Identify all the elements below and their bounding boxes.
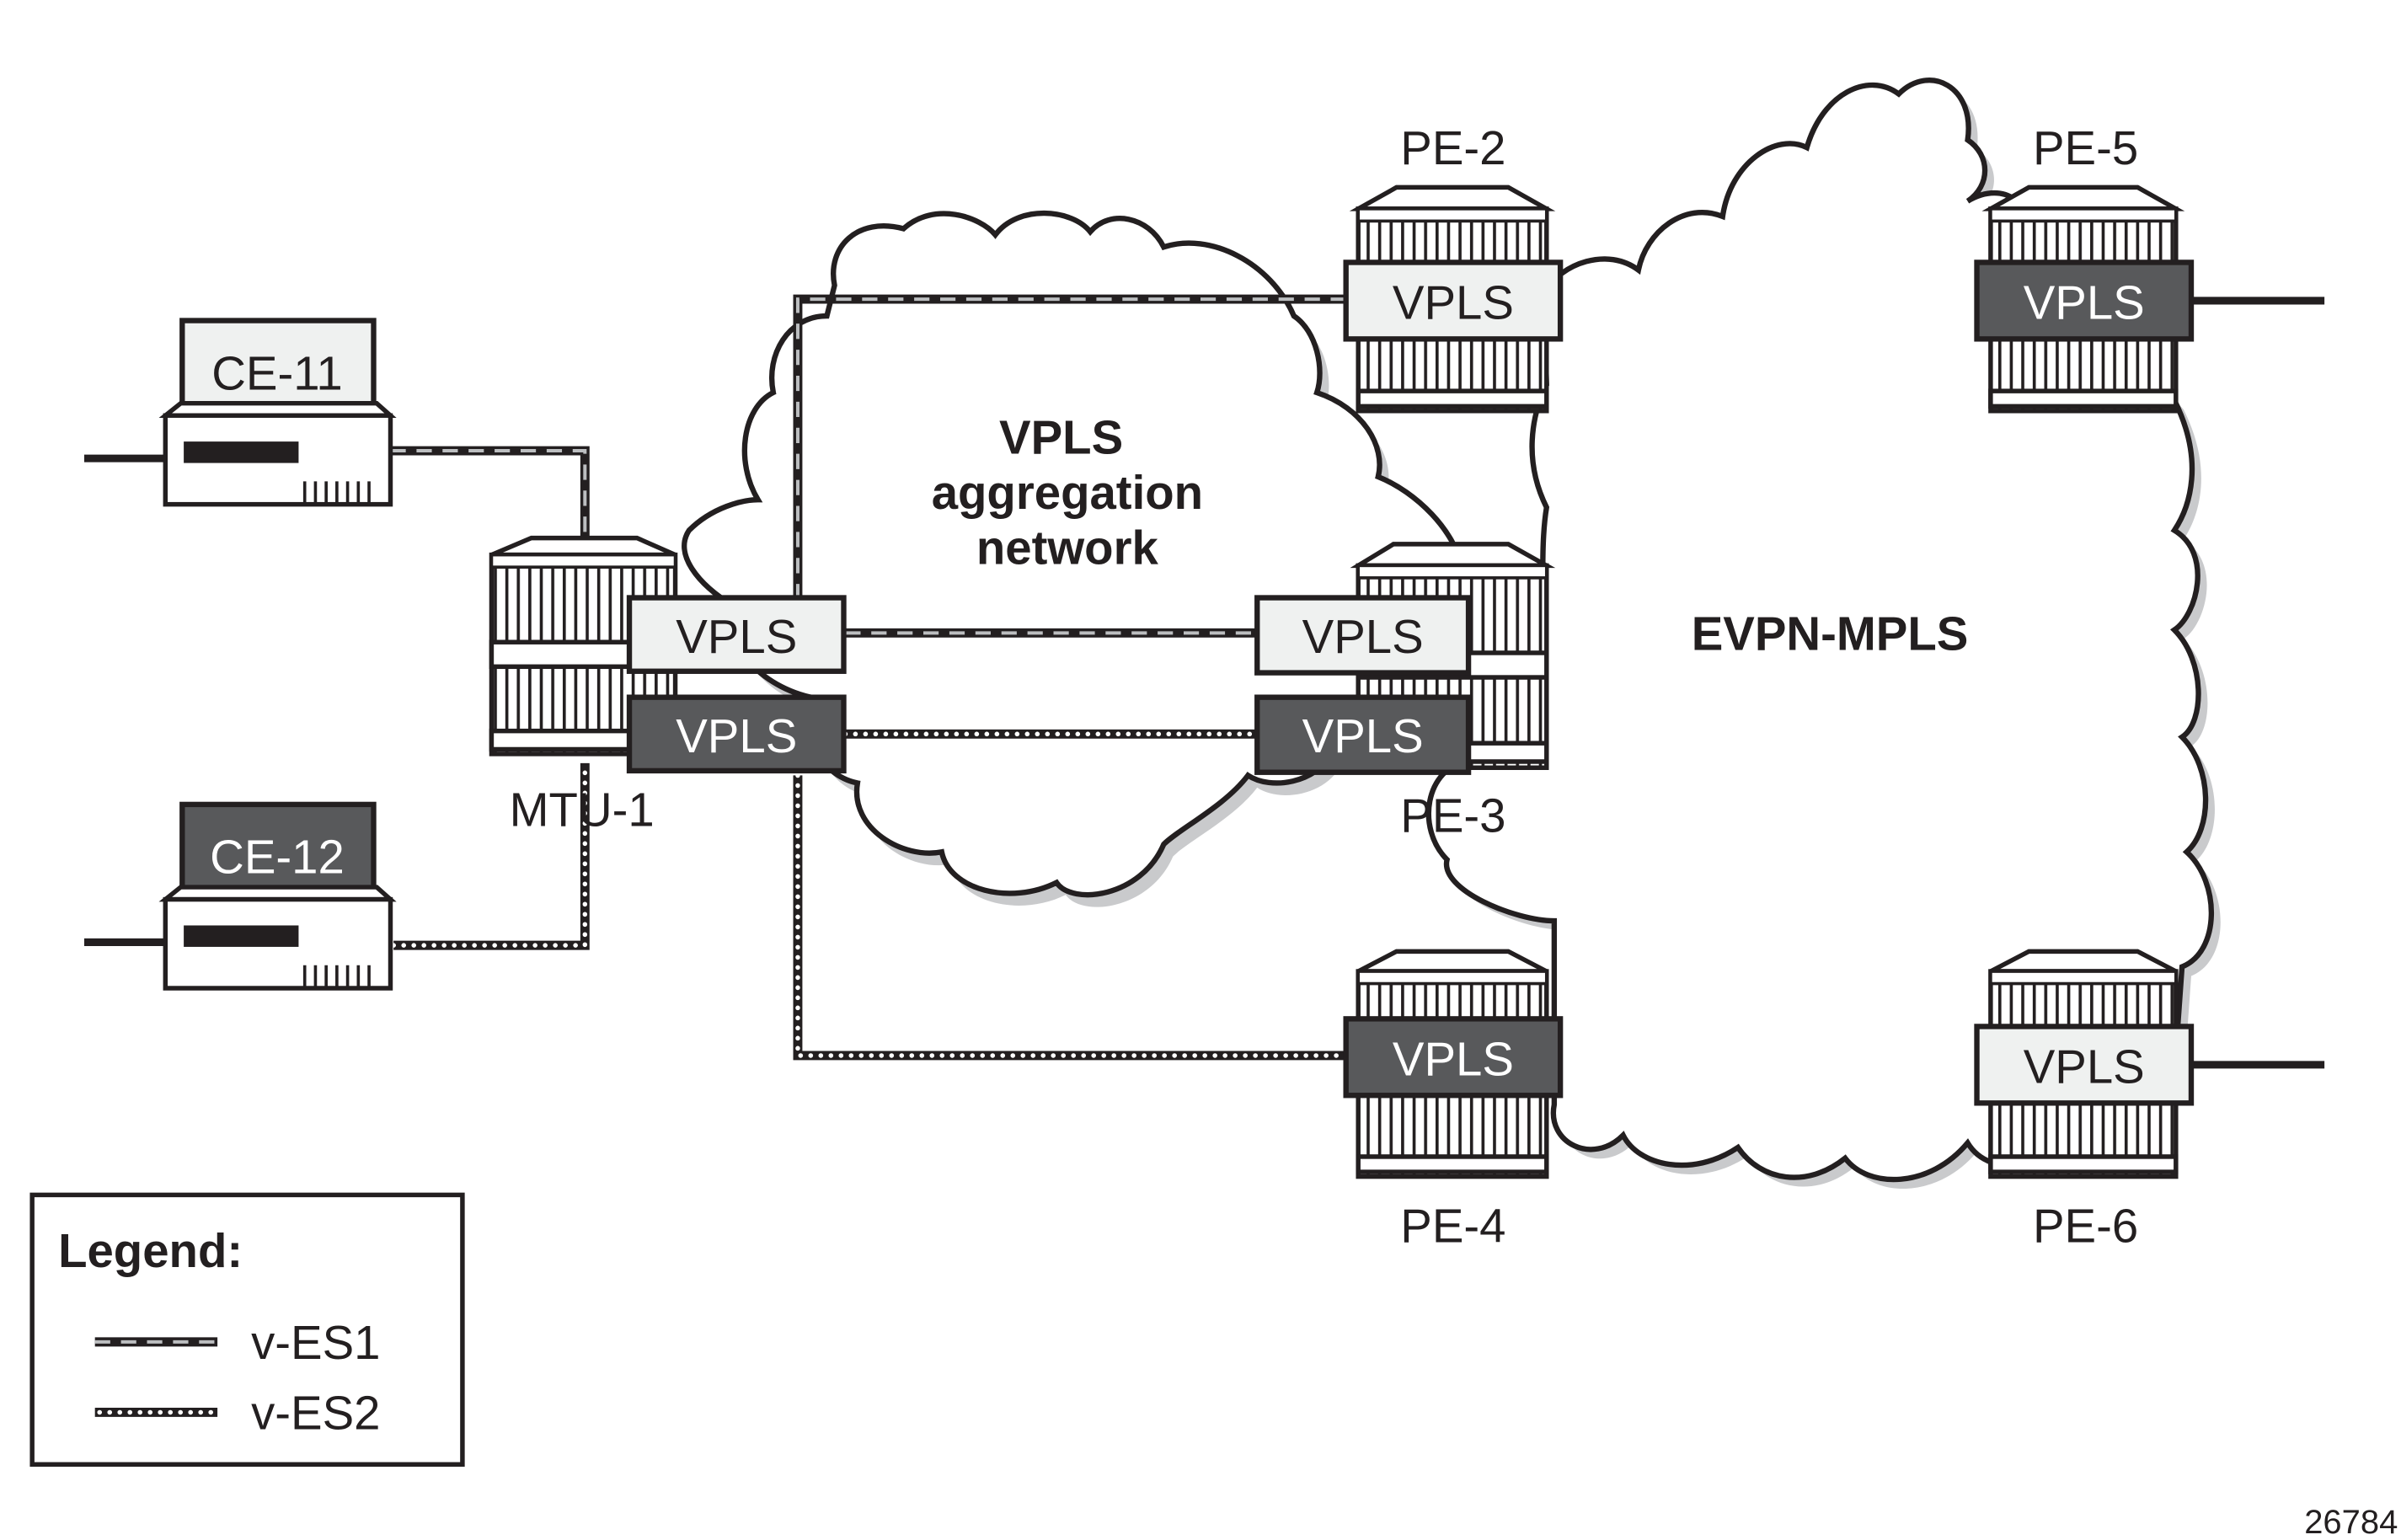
link-mtu1-pe4-ves2 [793,773,1350,1061]
pe5-vpls[interactable]: VPLS [1974,259,2195,342]
pe4-band-bottom [1356,1154,1549,1174]
pe3-label: PE-3 [1400,789,1505,842]
pe-3-router[interactable]: VPLS VPLS PE-3 [1254,542,1556,842]
pe3-vpls-dark-label: VPLS [1302,709,1424,762]
pe5-label: PE-5 [2033,121,2138,174]
mtu1-vpls-light[interactable]: VPLS [626,595,847,674]
mtu1-chassis-top [490,535,676,558]
legend-label-ves2: v-ES2 [251,1386,380,1439]
ce11-label: CE-11 [211,346,342,399]
pe4-chassis-top [1356,949,1548,974]
legend: Legend: v-ES1 v-ES2 [29,1192,465,1468]
mtu1-vpls-dark[interactable]: VPLS [626,694,847,774]
pe2-label: PE-2 [1400,121,1505,174]
pe2-band-top [1356,207,1548,223]
pe4-label: PE-4 [1400,1200,1505,1253]
ce-12-device[interactable]: CE-12 [158,801,397,991]
aggregation-cloud-label-line2: aggregation [932,466,1203,519]
pe-4-router[interactable]: VPLS PE-4 [1343,949,1564,1253]
pe6-vpls[interactable]: VPLS [1974,1024,2195,1106]
ce-11-device[interactable]: CE-11 [158,318,397,507]
figure-id: 26784 [2304,1504,2398,1540]
legend-label-ves1: v-ES1 [251,1316,380,1369]
pe-6-router[interactable]: VPLS PE-6 [1974,949,2195,1253]
link-mtu1-pe2-ves1 [793,294,1348,600]
link-ce11-mtu1-ves1 [390,446,590,542]
pe-5-router[interactable]: PE-5 VPLS [1974,121,2195,414]
pe6-band-top [1989,970,2178,986]
mtu-1-router[interactable]: VPLS VPLS MTU-1 [489,535,847,837]
links [83,294,2325,1069]
aggregation-cloud-label-line3: network [976,521,1159,575]
link-ce12-mtu1-ves2 [391,761,590,950]
pe2-band-bottom [1356,388,1549,409]
ce12-screen [179,801,377,900]
mtu1-vpls-dark-label: VPLS [676,709,797,762]
pe5-chassis-top [1981,184,2185,211]
mtu1-vpls-light-label: VPLS [676,610,797,663]
pe6-vpls-label: VPLS [2024,1040,2145,1094]
aggregation-cloud-label-line1: VPLS [999,411,1123,464]
pe5-vpls-label: VPLS [2024,276,2145,329]
ce12-vents [302,965,371,989]
pe2-chassis-top [1349,184,1556,211]
mtu1-band-top [489,553,677,569]
pe4-band-top [1356,970,1548,986]
mtu1-label: MTU-1 [510,783,655,836]
evpn-cloud-label: EVPN-MPLS [1692,607,1969,660]
pe3-vpls-dark[interactable]: VPLS [1254,694,1472,775]
ce11-screen [179,318,377,415]
pe5-band-bottom [1988,388,2179,409]
pe6-band-bottom [1988,1154,2179,1174]
pe-2-router[interactable]: PE-2 VPLS [1343,121,1564,414]
pe6-chassis-top [1989,949,2178,974]
legend-title: Legend: [58,1224,243,1277]
pe3-vpls-light[interactable]: VPLS [1254,595,1472,676]
pe2-vpls[interactable]: VPLS [1343,259,1564,342]
pe6-label: PE-6 [2033,1200,2138,1253]
pe3-band-top [1356,564,1548,580]
ce12-label: CE-12 [210,831,345,884]
ce11-vents [302,481,371,505]
pe4-vpls[interactable]: VPLS [1343,1016,1564,1099]
pe3-chassis-top [1350,542,1556,569]
pe4-vpls-label: VPLS [1393,1033,1514,1086]
ce11-chassis [163,413,393,507]
pe3-vpls-light-label: VPLS [1302,610,1424,663]
pe5-band-top [1989,207,2178,223]
ce11-display-bar [184,441,299,463]
ce12-display-bar [184,925,299,947]
pe2-vpls-label: VPLS [1393,276,1514,329]
legend-box [29,1192,465,1468]
